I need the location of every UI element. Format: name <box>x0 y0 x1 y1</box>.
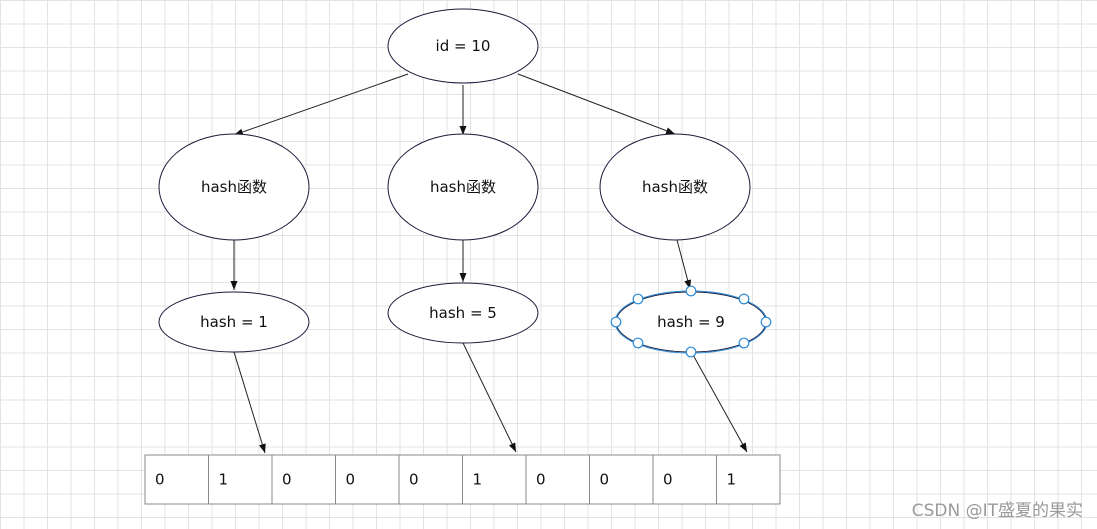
bit-cell-value: 0 <box>155 471 165 489</box>
edge-root-to-hash-fn-1 <box>233 73 409 136</box>
node-hash-result-3-label: hash = 9 <box>657 313 725 331</box>
node-hash-function-2[interactable]: hash函数 <box>387 133 539 241</box>
edge-result-2-to-cell-5 <box>462 342 517 453</box>
bit-cell-box <box>208 454 273 505</box>
node-hash-result-3[interactable]: hash = 9 <box>610 285 772 358</box>
bit-cell[interactable]: 0 <box>335 454 400 505</box>
bit-cell-box <box>144 454 209 505</box>
selection-handles[interactable] <box>610 285 772 358</box>
node-hash-result-1[interactable]: hash = 1 <box>158 291 310 353</box>
node-hash-function-3-label: hash函数 <box>642 178 708 196</box>
node-hash-result-2-label: hash = 5 <box>429 304 497 322</box>
bit-cell-box <box>271 454 336 505</box>
resize-handle-right[interactable] <box>760 316 772 328</box>
resize-handle-bottom-right[interactable] <box>738 337 750 349</box>
bit-cell[interactable]: 1 <box>462 454 527 505</box>
edge-result-3-to-cell-9 <box>691 352 748 453</box>
bit-cell[interactable]: 0 <box>271 454 336 505</box>
bit-cell-box <box>335 454 400 505</box>
node-hash-result-2[interactable]: hash = 5 <box>387 282 539 344</box>
bit-cell[interactable]: 0 <box>652 454 717 505</box>
edge-root-to-hash-fn-3 <box>517 73 676 135</box>
bit-cell-value: 0 <box>663 471 673 489</box>
bit-cell-value: 0 <box>536 471 546 489</box>
bit-cell-value: 0 <box>600 471 610 489</box>
bit-cell-box <box>589 454 654 505</box>
bit-cell[interactable]: 0 <box>589 454 654 505</box>
resize-handle-top-right[interactable] <box>738 293 750 305</box>
bit-cell-value: 0 <box>346 471 356 489</box>
node-hash-function-2-label: hash函数 <box>430 178 496 196</box>
bit-cell-value: 1 <box>473 471 483 489</box>
bit-cell[interactable]: 1 <box>716 454 781 505</box>
resize-handle-bottom[interactable] <box>685 346 697 358</box>
bit-cell-box <box>716 454 781 505</box>
node-hash-result-1-label: hash = 1 <box>200 313 268 331</box>
bit-cell-box <box>525 454 590 505</box>
bit-array: 0 1 0 0 0 1 0 0 0 1 <box>144 454 781 505</box>
bit-cell[interactable]: 0 <box>525 454 590 505</box>
resize-handle-left[interactable] <box>610 316 622 328</box>
bit-cell[interactable]: 1 <box>208 454 273 505</box>
edge-hash-fn-3-to-result-3 <box>676 239 692 290</box>
watermark: CSDN @IT盛夏的果实 <box>911 501 1083 521</box>
node-hash-function-1-label: hash函数 <box>201 178 267 196</box>
node-hash-function-3[interactable]: hash函数 <box>599 133 751 241</box>
bit-cell-value: 0 <box>409 471 419 489</box>
bit-cell-value: 1 <box>727 471 737 489</box>
resize-handle-bottom-left[interactable] <box>632 337 644 349</box>
bit-cell[interactable]: 0 <box>398 454 463 505</box>
resize-handle-top-left[interactable] <box>632 293 644 305</box>
resize-handle-top[interactable] <box>685 285 697 297</box>
bit-cell-value: 1 <box>219 471 229 489</box>
edges <box>230 73 748 454</box>
edge-result-1-to-cell-1 <box>233 351 266 454</box>
node-hash-function-1[interactable]: hash函数 <box>158 133 310 241</box>
bit-cell[interactable]: 0 <box>144 454 209 505</box>
node-root[interactable]: id = 10 <box>387 8 539 84</box>
bit-cell-value: 0 <box>282 471 292 489</box>
node-root-label: id = 10 <box>436 37 491 55</box>
